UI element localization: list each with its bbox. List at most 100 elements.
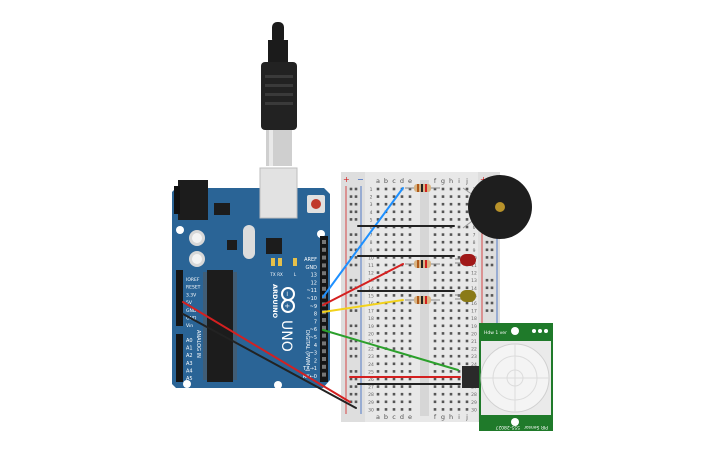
bb-hole xyxy=(457,339,461,343)
bb-hole xyxy=(392,354,396,358)
bb-hole xyxy=(449,256,453,259)
bb-col-label: h xyxy=(449,177,453,185)
digital-pin-label: 7 xyxy=(314,319,317,325)
bb-col-label: c xyxy=(392,413,396,421)
power-jack xyxy=(178,180,208,220)
bb-hole xyxy=(441,278,445,282)
bb-col-label: b xyxy=(384,413,388,421)
bb-hole xyxy=(408,271,412,274)
bb-rail-hole xyxy=(354,385,358,388)
bb-hole xyxy=(384,202,388,206)
bb-hole xyxy=(457,362,461,366)
bb-hole xyxy=(433,263,437,267)
bb-row-label: 15 xyxy=(368,293,374,299)
bb-hole xyxy=(433,294,437,297)
bb-row-label: 18 xyxy=(368,316,374,322)
bb-hole xyxy=(465,354,469,358)
bb-hole xyxy=(384,233,388,236)
bb-hole xyxy=(449,324,453,328)
bb-hole xyxy=(392,301,396,305)
bb-hole xyxy=(400,218,404,221)
bb-hole xyxy=(384,248,388,252)
bb-hole xyxy=(449,233,453,236)
bb-hole xyxy=(433,400,437,404)
bb-hole xyxy=(392,347,396,350)
bb-hole xyxy=(392,218,396,221)
led-icon xyxy=(455,254,476,266)
power-pin-label: Vin xyxy=(186,323,193,329)
bb-hole xyxy=(457,392,461,396)
resistor-icon xyxy=(405,260,440,268)
bb-hole xyxy=(441,256,445,259)
bb-hole xyxy=(457,400,461,404)
bb-hole xyxy=(449,400,453,404)
bb-hole xyxy=(392,332,396,335)
bb-rail-hole xyxy=(354,392,358,396)
power-pin-label: 5V xyxy=(186,300,193,306)
bb-rail-hole xyxy=(490,248,494,252)
resistor-icon xyxy=(405,184,440,192)
bb-hole xyxy=(376,316,380,320)
bb-rail-hole xyxy=(490,240,494,244)
bb-hole xyxy=(433,385,437,388)
bb-hole xyxy=(449,218,453,221)
bb-rail-hole xyxy=(349,370,353,373)
bb-row-label: 12 xyxy=(471,271,477,277)
bb-hole xyxy=(441,210,445,214)
bb-hole xyxy=(465,324,469,328)
bb-rail-hole xyxy=(354,301,358,305)
bb-rail-hole xyxy=(349,392,353,396)
bb-rail-hole xyxy=(354,218,358,221)
bb-rail-hole xyxy=(485,301,489,305)
bb-hole xyxy=(384,218,388,221)
bb-hole xyxy=(376,377,380,381)
header-pin xyxy=(322,349,326,354)
bb-hole xyxy=(433,370,437,373)
bb-hole xyxy=(441,271,445,274)
bb-hole xyxy=(392,316,396,320)
bb-row-label: 27 xyxy=(368,385,374,391)
bb-hole xyxy=(392,339,396,343)
bb-rail-hole xyxy=(349,187,353,191)
bb-hole xyxy=(457,385,461,388)
bb-hole xyxy=(384,385,388,388)
bb-row-label: 17 xyxy=(471,309,477,315)
bb-hole xyxy=(376,354,380,358)
bb-hole xyxy=(449,271,453,274)
bb-hole xyxy=(441,316,445,320)
bb-row-label: 11 xyxy=(471,263,477,269)
bb-hole xyxy=(441,202,445,206)
bb-hole xyxy=(433,278,437,282)
bb-hole xyxy=(457,408,461,411)
bb-hole xyxy=(457,278,461,282)
bb-col-label: f xyxy=(434,177,437,185)
bb-hole xyxy=(457,256,461,259)
bb-hole xyxy=(449,309,453,312)
power-header xyxy=(176,270,183,326)
bb-rail-hole xyxy=(349,218,353,221)
bb-rail-hole xyxy=(354,187,358,191)
bb-col-label: h xyxy=(449,413,453,421)
header-pin xyxy=(322,357,326,361)
bb-row-label: 9 xyxy=(370,248,373,254)
bb-hole xyxy=(408,392,412,396)
wire-blue xyxy=(322,187,404,298)
bb-row-label: 22 xyxy=(368,347,374,353)
bb-hole xyxy=(457,377,461,381)
svg-text:−: − xyxy=(283,291,291,297)
bb-hole xyxy=(384,377,388,381)
bb-hole xyxy=(400,271,404,274)
pir-label-bottom-2: 555-28027 xyxy=(495,424,520,430)
bb-hole xyxy=(457,324,461,328)
bb-hole xyxy=(449,362,453,366)
svg-text:+: + xyxy=(283,303,291,309)
bb-rail-hole xyxy=(354,256,358,259)
bb-hole xyxy=(408,408,412,411)
bb-row-label: 7 xyxy=(370,233,373,239)
bb-rail-hole xyxy=(349,354,353,358)
bb-hole xyxy=(457,332,461,335)
bb-hole xyxy=(384,362,388,366)
bb-hole xyxy=(408,248,412,252)
bb-col-label: j xyxy=(465,177,468,185)
